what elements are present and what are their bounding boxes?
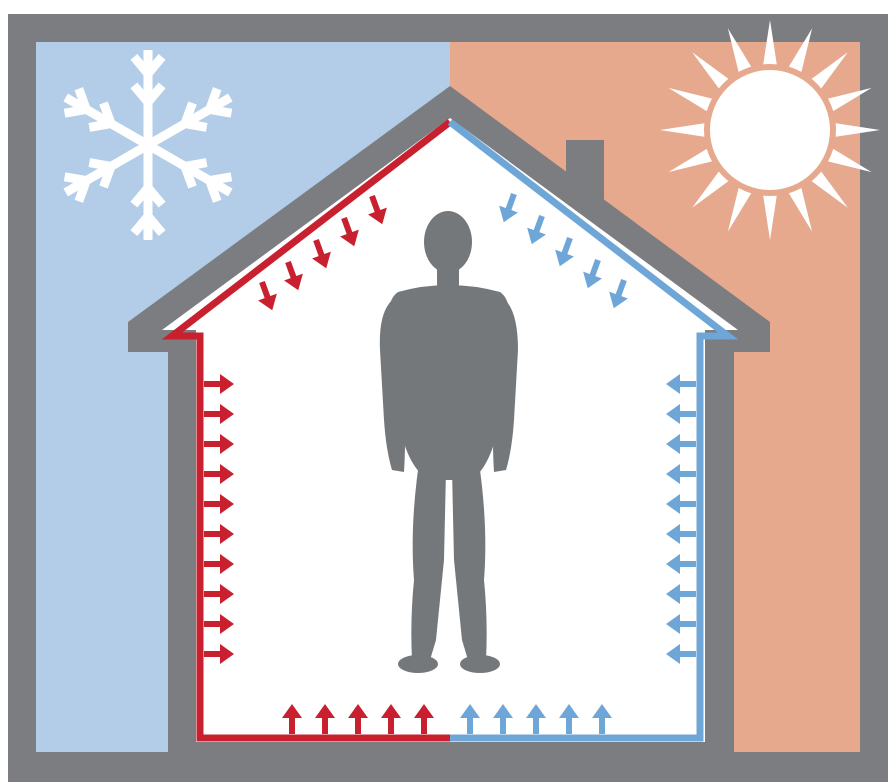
snowflake-branch [185,124,207,128]
snowflake-branch [65,177,87,181]
sun-core [710,70,830,190]
snowflake-branch [210,109,232,113]
sun-icon [660,20,880,240]
snowflake-branch [89,163,111,167]
